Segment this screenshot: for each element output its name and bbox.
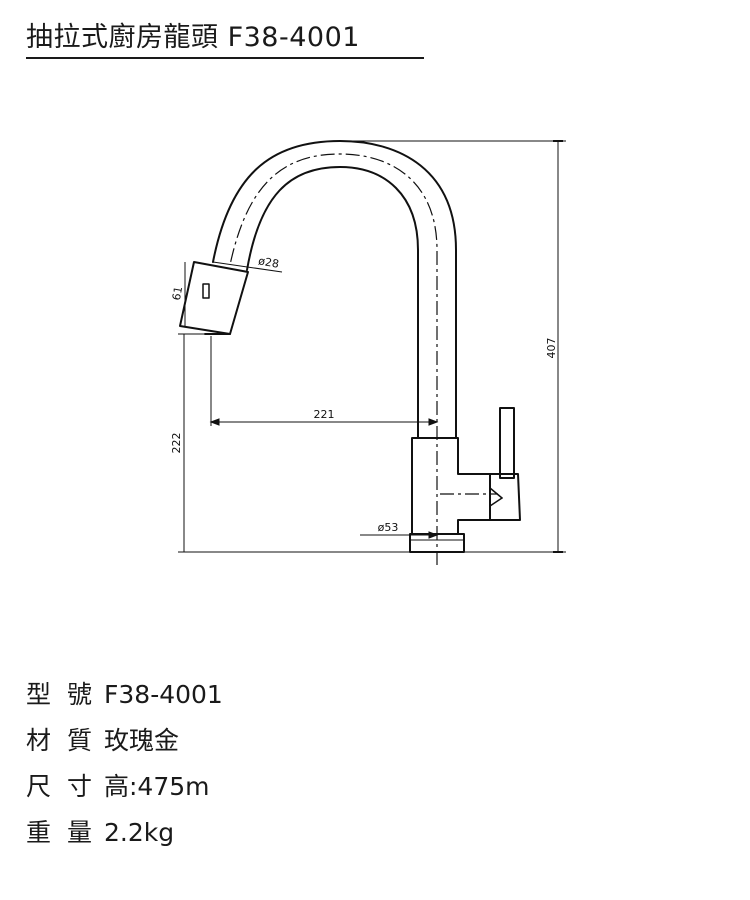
dim-base-dia: ø53 xyxy=(378,521,399,534)
spec-value: F38-4001 xyxy=(104,680,223,709)
dim-spray-length: 61 xyxy=(170,285,185,301)
spray-head xyxy=(179,261,249,335)
spec-label: 重 量 xyxy=(26,818,96,847)
spec-list: 型 號 F38-4001 材 質玫瑰金 尺 寸高:475m 重 量 2.2kg xyxy=(26,675,223,859)
page-title: 抽拉式廚房龍頭 F38-4001 xyxy=(26,22,360,53)
spec-row-weight: 重 量 2.2kg xyxy=(26,813,223,859)
spec-value: 高:475m xyxy=(104,772,210,801)
spec-row-model: 型 號 F38-4001 xyxy=(26,675,223,721)
title-underline xyxy=(26,57,424,59)
dim-height-total: 407 xyxy=(545,338,558,359)
spec-label: 尺 寸 xyxy=(26,772,96,801)
spec-value: 玫瑰金 xyxy=(104,726,180,755)
faucet-drawing: 407 222 221 61 ø28 ø53 xyxy=(170,140,566,565)
spec-row-size: 尺 寸高:475m xyxy=(26,767,223,813)
spec-row-material: 材 質玫瑰金 xyxy=(26,721,223,767)
dim-outlet-height: 222 xyxy=(170,433,183,454)
spec-label: 材 質 xyxy=(26,726,96,755)
handle-lever xyxy=(499,407,515,479)
handle-body xyxy=(489,473,521,521)
spout-inner xyxy=(246,166,419,439)
dim-reach: 221 xyxy=(314,408,335,421)
faucet-body xyxy=(411,437,491,535)
spec-value: 2.2kg xyxy=(104,818,175,847)
dim-spray-dia: ø28 xyxy=(257,254,280,270)
spout-outer xyxy=(212,140,457,439)
spec-label: 型 號 xyxy=(26,680,96,709)
